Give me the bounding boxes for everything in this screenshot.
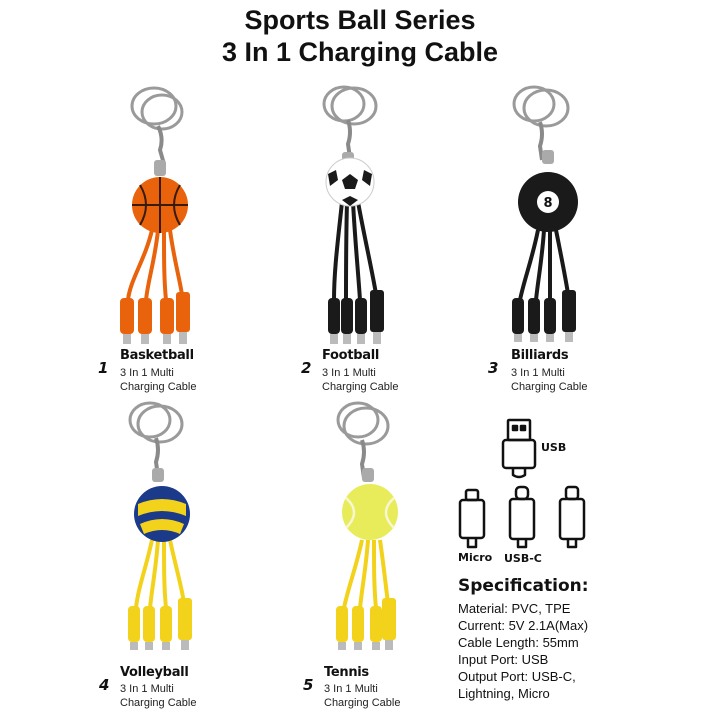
product-name: Volleyball <box>120 665 189 680</box>
specification-list: Material: PVC, TPE Current: 5V 2.1A(Max)… <box>458 600 588 702</box>
spec-input-port: Input Port: USB <box>458 652 549 667</box>
usb-icon <box>501 418 537 479</box>
product-name: Tennis <box>324 665 369 680</box>
product-number: 4 <box>99 676 110 694</box>
product-number: 3 <box>488 359 499 377</box>
product-football[interactable] <box>300 80 440 400</box>
micro-icon <box>458 488 486 549</box>
volleyball-cable-image <box>128 401 192 650</box>
spec-cable-length: Cable Length: 55mm <box>458 635 579 650</box>
specification-title: Specification: <box>458 576 589 596</box>
product-number: 5 <box>303 676 314 694</box>
page-subtitle: 3 In 1 Charging Cable <box>221 37 499 67</box>
spec-material: Material: PVC, TPE <box>458 601 571 616</box>
product-name: Billiards <box>511 348 569 363</box>
connector-diagram <box>458 418 586 549</box>
tennis-cable-image <box>336 401 398 650</box>
product-basketball[interactable] <box>100 80 240 400</box>
usb-label: USB <box>541 441 567 454</box>
product-description: 3 In 1 Multi Charging Cable <box>322 367 399 393</box>
page-title: Sports Ball Series <box>244 5 476 35</box>
lightning-icon <box>558 485 586 549</box>
usbc-label: USB-C <box>504 552 542 565</box>
product-description: 3 In 1 Multi Charging Cable <box>511 367 588 393</box>
spec-current: Current: 5V 2.1A(Max) <box>458 618 589 633</box>
product-number: 1 <box>98 359 109 377</box>
product-volleyball[interactable] <box>110 398 250 688</box>
product-tennis[interactable] <box>310 398 450 688</box>
product-number: 2 <box>301 359 312 377</box>
football-cable-image <box>322 85 384 344</box>
product-name: Basketball <box>120 348 194 363</box>
micro-label: Micro <box>458 551 493 564</box>
product-name: Football <box>322 348 380 363</box>
product-description: 3 In 1 Multi Charging Cable <box>120 683 197 709</box>
spec-output-port: Output Port: USB-C, <box>458 669 576 684</box>
basketball-cable-image <box>120 86 190 344</box>
product-billiards[interactable]: 8 <box>490 80 630 400</box>
billiards-cable-image: 8 <box>512 85 578 342</box>
product-description: 3 In 1 Multi Charging Cable <box>120 367 197 393</box>
usbc-icon <box>508 485 536 549</box>
billiards-ball-number: 8 <box>543 196 552 211</box>
product-description: 3 In 1 Multi Charging Cable <box>324 683 401 709</box>
spec-output-port-cont: Lightning, Micro <box>458 686 550 701</box>
